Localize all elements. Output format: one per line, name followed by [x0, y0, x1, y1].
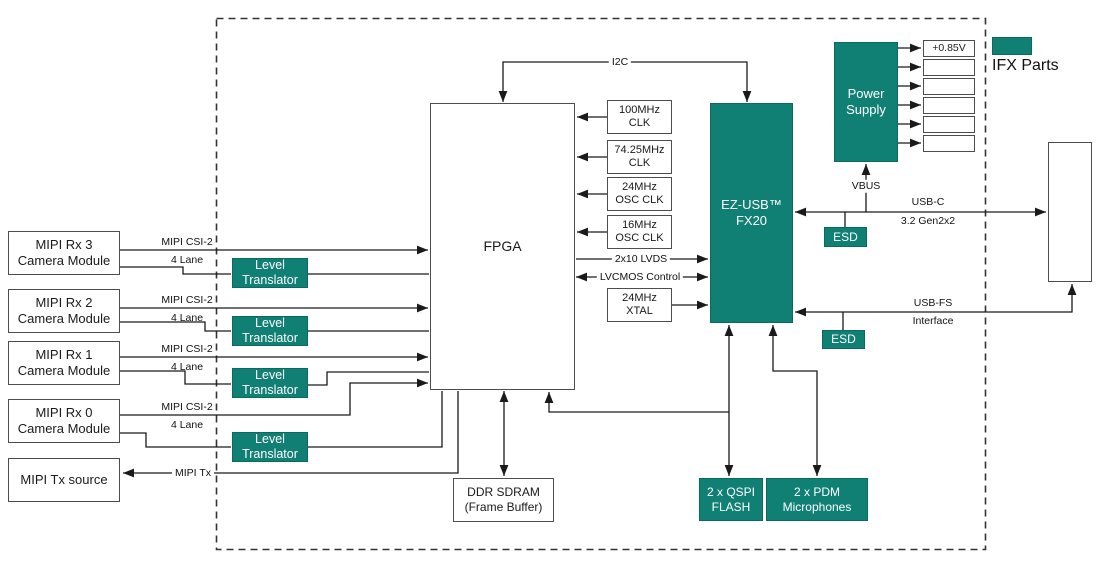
label-vbus: VBUS — [848, 179, 884, 193]
block-clk-24mhz-osc: 24MHz OSC CLK — [607, 177, 672, 211]
block-power-rail-3 — [923, 97, 975, 114]
block-level-translator-1: Level Translator — [232, 258, 308, 288]
block-qspi-flash: 2 x QSPI FLASH — [699, 478, 763, 521]
block-level-translator-3: Level Translator — [232, 368, 308, 398]
block-power-rail-5 — [923, 135, 975, 152]
line-mipi-tx — [123, 391, 459, 478]
label-lvds: 2x10 LVDS — [611, 252, 671, 266]
block-power-rail-2 — [923, 78, 975, 95]
line-usbfs — [795, 284, 1077, 317]
block-ddr-sdram: DDR SDRAM (Frame Buffer) — [453, 478, 554, 522]
line-cam1-to-translator — [120, 370, 231, 385]
block-clk-7425mhz: 74.25MHz CLK — [607, 140, 672, 174]
block-mipi-rx2-camera: MIPI Rx 2 Camera Module — [8, 289, 120, 333]
legend-label: IFX Parts — [992, 57, 1059, 74]
line-cam2-to-translator — [120, 321, 231, 332]
block-mipi-tx-source: MIPI Tx source — [8, 458, 120, 502]
block-clk-100mhz: 100MHz CLK — [607, 100, 672, 134]
block-power-rail-1 — [923, 59, 975, 76]
label-lanes-rx2: 4 Lane — [170, 311, 204, 324]
label-csi-rx0: MIPI CSI-2 — [161, 400, 213, 413]
block-esd-usbc: ESD — [824, 227, 867, 247]
line-translator3-out — [308, 371, 429, 386]
line-translator4-out — [308, 391, 443, 448]
line-cam0-csi — [120, 378, 428, 416]
block-xtal-24mhz: 24MHz XTAL — [607, 288, 672, 322]
block-ez-usb-fx20: EZ-USB™ FX20 — [710, 103, 793, 323]
label-csi-rx3: MIPI CSI-2 — [161, 235, 213, 248]
label-lanes-rx0: 4 Lane — [170, 418, 204, 431]
label-usbc-line1: USB-C — [911, 195, 945, 208]
block-mipi-rx1-camera: MIPI Rx 1 Camera Module — [8, 341, 120, 385]
label-usbfs-line2: Interface — [912, 314, 954, 327]
block-pdm-microphones: 2 x PDM Microphones — [766, 478, 868, 521]
label-csi-rx2: MIPI CSI-2 — [161, 293, 213, 306]
block-power-rail-0: +0.85V — [923, 40, 975, 57]
block-clk-16mhz-osc: 16MHz OSC CLK — [607, 215, 672, 249]
line-fpga-ezusb-branch — [544, 392, 729, 413]
block-level-translator-4: Level Translator — [232, 432, 308, 462]
line-cam3-to-translator — [120, 266, 231, 275]
block-usb-connector — [1048, 142, 1092, 282]
line-cam0-to-translator — [120, 432, 231, 448]
block-mipi-rx0-camera: MIPI Rx 0 Camera Module — [8, 399, 120, 443]
block-level-translator-2: Level Translator — [232, 316, 308, 346]
line-pdm — [768, 325, 822, 476]
label-csi-rx1: MIPI CSI-2 — [161, 342, 213, 355]
label-usbc-line2: 3.2 Gen2x2 — [900, 214, 956, 227]
label-lanes-rx1: 4 Lane — [170, 360, 204, 373]
label-lanes-rx3: 4 Lane — [170, 253, 204, 266]
block-esd-usbfs: ESD — [822, 330, 865, 349]
label-lvcmos: LVCMOS Control — [596, 270, 684, 284]
block-fpga: FPGA — [430, 103, 575, 390]
label-mipi-tx: MIPI Tx — [172, 466, 214, 480]
block-power-rail-4 — [923, 116, 975, 133]
label-usbfs-line1: USB-FS — [913, 296, 953, 309]
block-mipi-rx3-camera: MIPI Rx 3 Camera Module — [8, 231, 120, 275]
legend-swatch — [992, 37, 1032, 55]
block-power-supply: Power Supply — [834, 42, 898, 162]
label-i2c: I2C — [608, 55, 632, 69]
